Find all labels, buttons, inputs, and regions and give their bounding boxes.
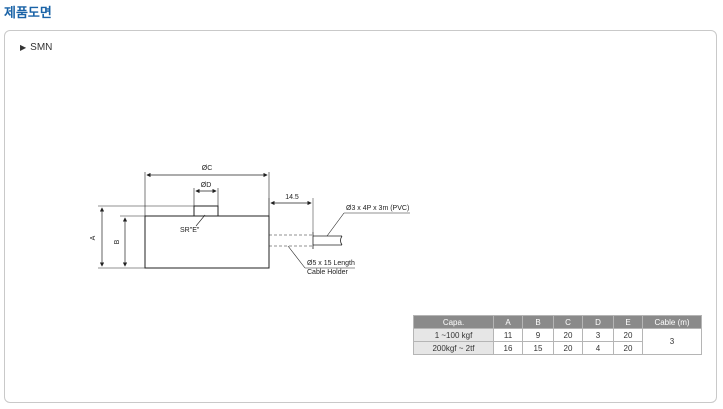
header-cable: Cable (m) — [642, 315, 702, 329]
cell-e: 20 — [613, 328, 643, 342]
table-row: 200kgf ~ 2tf 16 15 20 4 20 — [413, 341, 702, 355]
sr-label: SR"E" — [180, 227, 200, 234]
load-button — [193, 205, 219, 217]
dim-d-label: ØD — [201, 182, 212, 189]
spec-table: Capa. A B C D E Cable (m) 1 ~100 kgf 11 … — [413, 315, 702, 355]
header-b: B — [522, 315, 554, 329]
cable-break — [340, 235, 343, 246]
cell-cable: 3 — [642, 328, 702, 355]
holder-label-1: Ø5 x 15 Length — [307, 260, 355, 267]
dim-b-label: B — [114, 239, 121, 244]
header-a: A — [493, 315, 523, 329]
cell-c: 20 — [553, 341, 583, 355]
holder-label-2: Cable Holder — [307, 269, 349, 276]
cell-d: 3 — [582, 328, 614, 342]
cell-a: 16 — [493, 341, 523, 355]
header-capa: Capa. — [413, 315, 494, 329]
header-c: C — [553, 315, 583, 329]
triangle-icon: ▶ — [20, 43, 27, 52]
cable-spec-label: Ø3 x 4P x 3m (PVC) — [346, 205, 409, 212]
cell-capa: 1 ~100 kgf — [413, 328, 494, 342]
model-name: SMN — [30, 42, 53, 53]
header-d: D — [582, 315, 614, 329]
cell-b: 15 — [522, 341, 554, 355]
header-e: E — [613, 315, 643, 329]
section-title: 제품도면 — [4, 6, 52, 21]
load-cell-body — [144, 215, 270, 269]
cell-e: 20 — [613, 341, 643, 355]
dim-a-label: A — [90, 235, 97, 240]
model-label: ▶SMN — [20, 42, 52, 53]
cell-c: 20 — [553, 328, 583, 342]
dim-c-label: ØC — [202, 165, 213, 172]
cell-b: 9 — [522, 328, 554, 342]
cell-d: 4 — [582, 341, 614, 355]
cell-capa: 200kgf ~ 2tf — [413, 341, 494, 355]
table-row: 1 ~100 kgf 11 9 20 3 20 3 — [413, 328, 702, 355]
cell-a: 11 — [493, 328, 523, 342]
dim-145-label: 14.5 — [285, 194, 299, 201]
table-header-row: Capa. A B C D E Cable (m) — [413, 315, 702, 329]
